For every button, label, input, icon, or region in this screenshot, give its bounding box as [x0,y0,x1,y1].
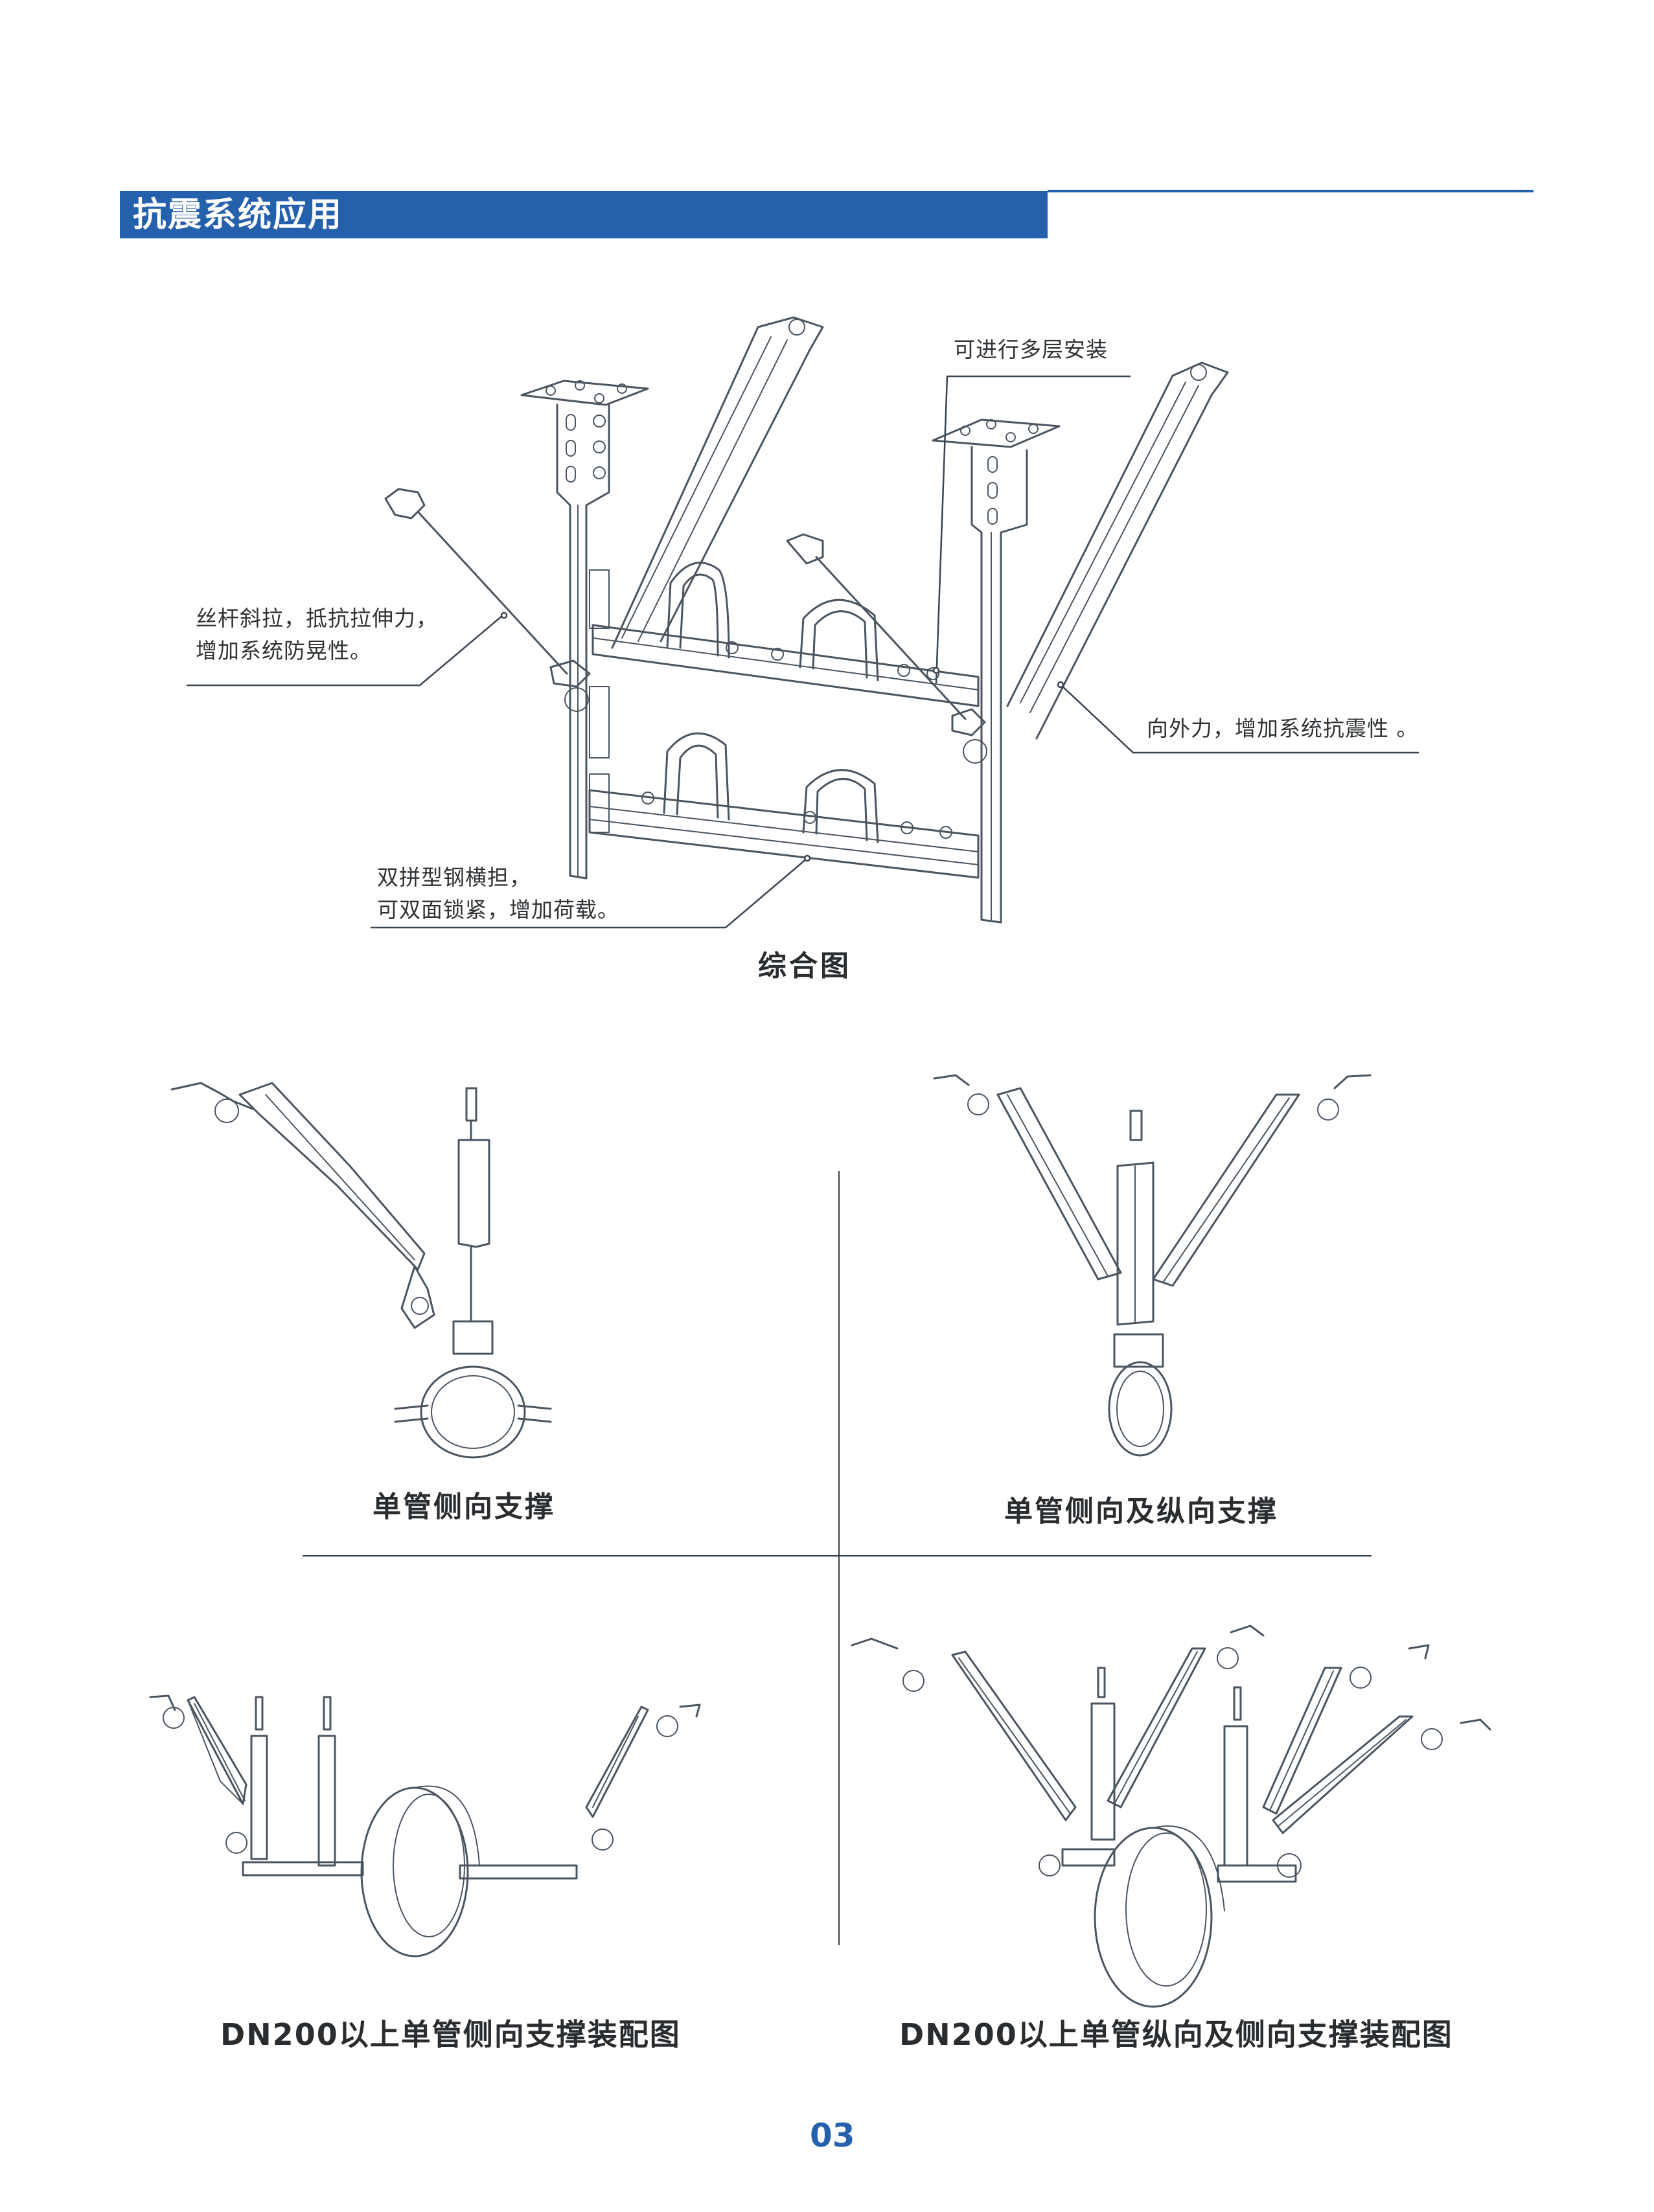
figure-caption-dn200-longitudinal-lateral: DN200以上单管纵向及侧向支撑装配图 [899,2017,1453,2052]
figure-caption-dn200-lateral: DN200以上单管侧向支撑装配图 [220,2017,681,2052]
callout-double-channel-line2: 可双面锁紧，增加荷载。 [377,897,619,922]
lower-crossbeam [588,789,980,879]
callout-double-channel: 双拼型钢横担， 可双面锁紧，增加荷载。 [377,861,619,926]
figure-caption-single-pipe-lateral-longitudinal: 单管侧向及纵向支撑 [1004,1495,1278,1528]
left-diagonal-brace [611,316,824,649]
horizontal-divider [303,1555,1372,1556]
figure-caption-single-pipe-lateral: 单管侧向支撑 [373,1490,555,1523]
lower-u-clamps [663,732,879,843]
callout-rod-bracing-line2: 增加系统防晃性。 [196,638,372,663]
overview-caption: 综合图 [758,950,851,983]
callout-rod-bracing: 丝杆斜拉，抵抗拉伸力， 增加系统防晃性。 [196,602,438,667]
header-rule [1048,190,1533,192]
callout-double-channel-line1: 双拼型钢横担， [377,865,531,890]
left-ceiling-plate [520,380,649,406]
vertical-divider [838,1171,840,1945]
callout-rod-bracing-line1: 丝杆斜拉，抵抗拉伸力， [196,606,438,631]
page-number: 03 [810,2117,855,2154]
callout-multi-layer: 可进行多层安装 [954,337,1108,362]
callout-outward-force: 向外力，增加系统抗震性 。 [1147,716,1419,741]
section-title: 抗震系统应用 [133,196,343,234]
upper-crossbeam [592,624,980,707]
section-header-bar [120,191,1048,238]
threaded-rod-bracings [384,488,987,764]
upper-u-clamps [666,562,879,681]
